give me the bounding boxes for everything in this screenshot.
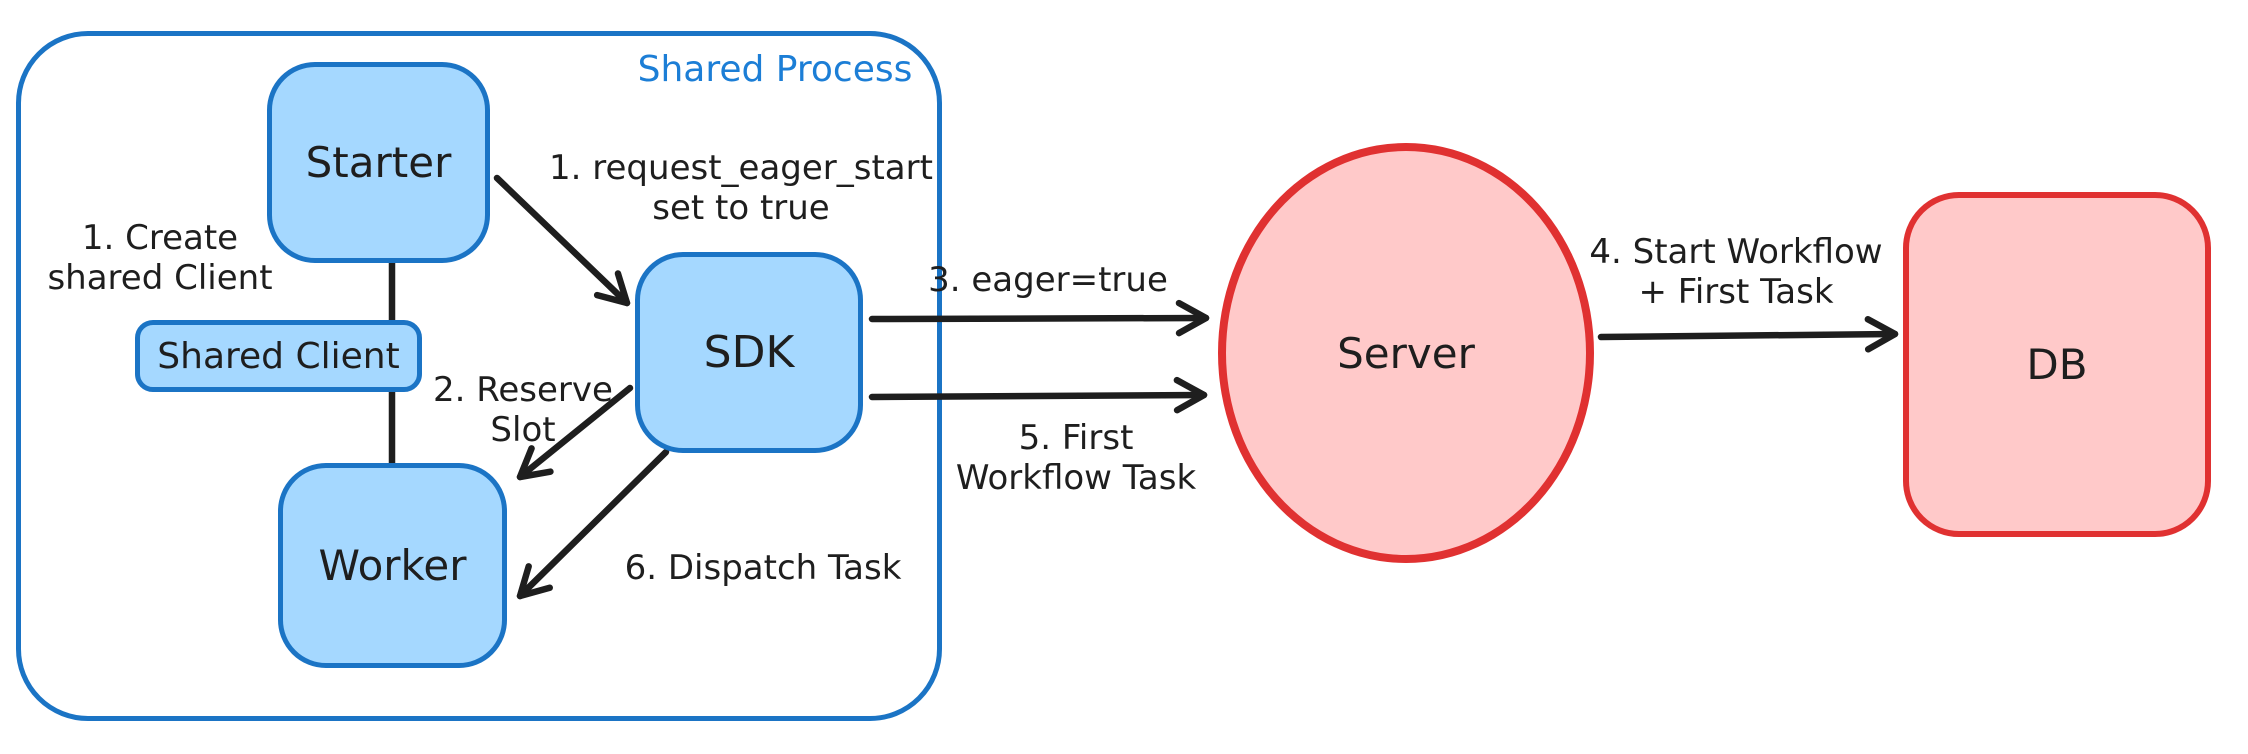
annotation-dispatch-task: 6. Dispatch Task	[624, 548, 902, 588]
node-starter-label: Starter	[305, 138, 452, 187]
node-server: Server	[1218, 143, 1594, 563]
node-db-label: DB	[2026, 340, 2088, 389]
annotation-create-shared-client: 1. Create shared Client	[47, 218, 273, 298]
annotation-eager-true: 3. eager=true	[928, 260, 1168, 300]
node-shared-client-label: Shared Client	[157, 335, 400, 377]
node-db: DB	[1903, 192, 2211, 537]
arrow-sdk-server-eager-true	[868, 299, 1210, 337]
node-shared-client: Shared Client	[135, 320, 422, 392]
node-sdk: SDK	[635, 252, 863, 453]
shared-process-container	[16, 31, 942, 721]
arrow-server-db-start-workflow	[1597, 316, 1899, 353]
node-worker: Worker	[278, 463, 507, 668]
arrow-sdk-server-first-workflow-task	[868, 376, 1208, 414]
shared-process-title: Shared Process	[637, 49, 913, 90]
annotation-reserve-slot: 2. Reserve Slot	[433, 370, 613, 450]
node-server-label: Server	[1337, 328, 1475, 378]
arrow-sdk-worker-dispatch-task	[516, 448, 670, 600]
node-sdk-label: SDK	[703, 327, 795, 378]
annotation-first-workflow-task: 5. First Workflow Task	[955, 418, 1197, 498]
annotation-request-eager-start: 1. request_eager_start set to true	[549, 148, 933, 228]
arrow-starter-sdk	[493, 174, 631, 307]
node-starter: Starter	[267, 62, 490, 263]
node-worker-label: Worker	[318, 541, 467, 590]
arrow-sdk-worker-reserve-slot	[516, 384, 634, 481]
annotation-start-workflow-first-task: 4. Start Workflow + First Task	[1589, 232, 1883, 312]
